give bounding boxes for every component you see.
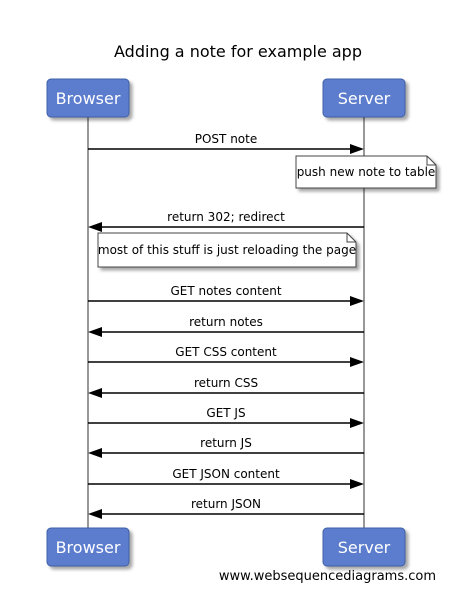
message-label: return 302; redirect <box>167 210 285 224</box>
diagram-title: Adding a note for example app <box>114 42 362 61</box>
note-fold <box>346 233 356 243</box>
participant-label: Browser <box>56 89 121 108</box>
note-browser: most of this stuff is just reloading the… <box>97 232 357 268</box>
message-label: GET notes content <box>170 284 281 298</box>
message-label: return CSS <box>194 376 258 390</box>
note-body <box>295 155 437 189</box>
participant-box <box>46 78 130 118</box>
arrow-head <box>88 222 102 232</box>
arrow-head <box>350 479 364 489</box>
message-arrow: return 302; redirect <box>88 210 364 232</box>
arrow-head <box>88 509 102 519</box>
message-label: return JS <box>200 436 252 450</box>
note-text: most of this stuff is just reloading the… <box>98 243 356 257</box>
message-arrow: GET JS <box>88 406 364 428</box>
arrow-head <box>350 418 364 428</box>
participant-label: Server <box>338 89 391 108</box>
message-arrow: GET JSON content <box>88 467 364 489</box>
message-arrow: GET notes content <box>88 284 364 306</box>
message-label: GET JS <box>206 406 245 420</box>
participant-server-bottom: Server <box>322 527 406 567</box>
note-fold <box>426 156 436 166</box>
note-text: push new note to table <box>297 165 436 179</box>
arrow-head <box>350 296 364 306</box>
arrow-head <box>88 327 102 337</box>
arrow-head <box>350 144 364 154</box>
participant-server-top: Server <box>322 78 406 118</box>
events: POST note push new note to table return 30… <box>88 132 437 519</box>
participant-box <box>46 527 130 567</box>
footer-credit: www.websequencediagrams.com <box>219 569 436 584</box>
message-arrow: return CSS <box>88 376 364 398</box>
participant-label: Server <box>338 538 391 557</box>
arrow-head <box>88 388 102 398</box>
message-arrow: GET CSS content <box>88 345 364 367</box>
message-label: return notes <box>189 315 263 329</box>
arrow-head <box>88 448 102 458</box>
message-label: POST note <box>195 132 257 146</box>
participant-box <box>322 527 406 567</box>
message-arrow: return notes <box>88 315 364 337</box>
message-arrow: return JSON <box>88 497 364 519</box>
participant-browser-top: Browser <box>46 78 130 118</box>
participant-browser-bottom: Browser <box>46 527 130 567</box>
message-label: GET CSS content <box>175 345 277 359</box>
participant-label: Browser <box>56 538 121 557</box>
message-arrow: return JS <box>88 436 364 458</box>
message-arrow: POST note <box>88 132 364 154</box>
note-server: push new note to table <box>295 155 437 189</box>
message-label: GET JSON content <box>172 467 280 481</box>
message-label: return JSON <box>191 497 261 511</box>
participant-box <box>322 78 406 118</box>
arrow-head <box>350 357 364 367</box>
note-body <box>97 232 357 268</box>
